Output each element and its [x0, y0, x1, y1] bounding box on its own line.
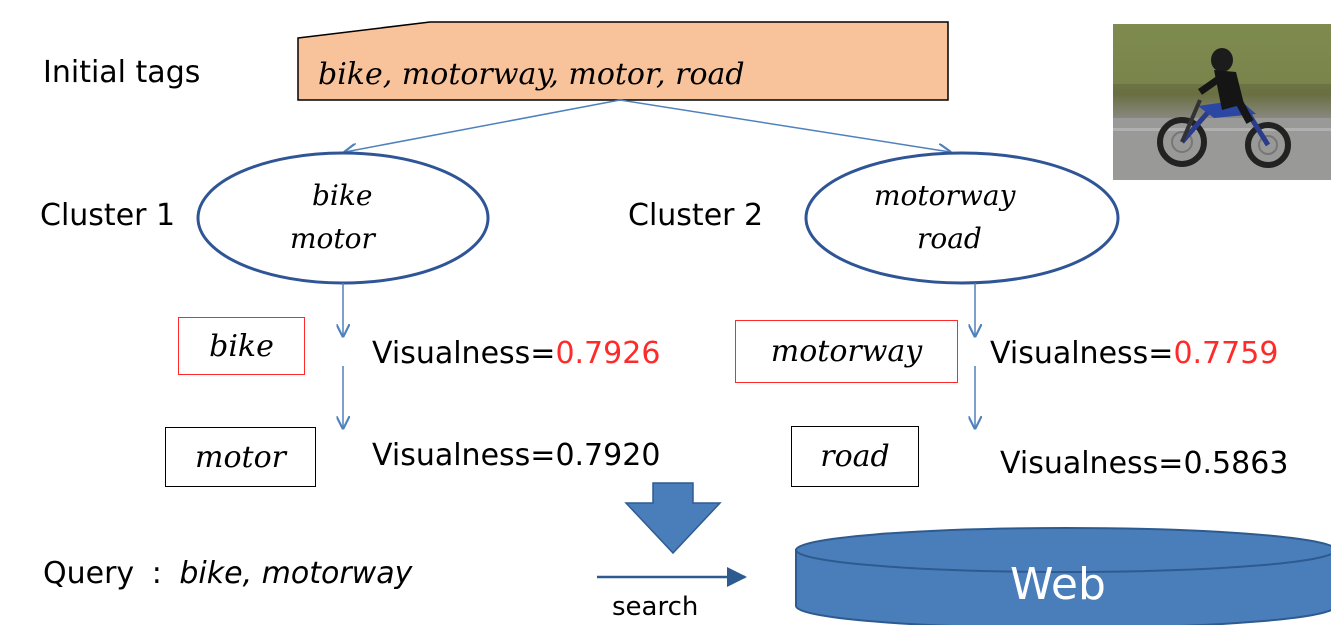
search-label: search: [612, 592, 699, 622]
web-database-cylinder: [795, 527, 1331, 625]
cluster2-term-1: motorway: [874, 179, 1016, 212]
visualness-bike-prefix: Visualness=: [372, 336, 556, 371]
tag-text-road: road: [820, 439, 890, 474]
cluster1-term-2: motor: [290, 222, 375, 255]
visualness-bike: Visualness=0.7926: [372, 336, 660, 372]
cluster2-term-2: road: [917, 222, 982, 255]
visualness-road-prefix: Visualness=: [1000, 446, 1184, 481]
tag-text-motorway: motorway: [770, 334, 923, 369]
tags-to-cluster1-arrow: [345, 99, 621, 152]
initial-tags-value: bike, motorway, motor, road: [318, 57, 745, 92]
visualness-bike-value: 0.7926: [555, 336, 661, 371]
tag-text-motor: motor: [195, 439, 286, 475]
query-label: Query: [43, 556, 135, 591]
visualness-motor: Visualness=0.7920: [372, 438, 660, 474]
query-separator: :: [151, 556, 162, 591]
visualness-motorway-value: 0.7759: [1173, 336, 1279, 371]
cluster1-label: Cluster 1: [40, 198, 176, 233]
cluster1-term-1: bike: [312, 179, 373, 212]
visualness-motorway: Visualness=0.7759: [990, 336, 1278, 372]
initial-tags-shape: [297, 21, 949, 101]
visualness-motorway-prefix: Visualness=: [990, 336, 1174, 371]
cluster1-ellipse: [196, 151, 490, 285]
tag-box-motorway: motorway: [735, 320, 958, 383]
cluster2-label: Cluster 2: [628, 198, 764, 233]
initial-tags-label: Initial tags: [43, 55, 201, 90]
tag-box-bike: bike: [178, 317, 305, 375]
tag-text-bike: bike: [209, 328, 274, 364]
tag-box-motor: motor: [165, 427, 316, 487]
query-value: bike, motorway: [179, 556, 413, 591]
tag-box-road: road: [791, 426, 919, 487]
web-label: Web: [1010, 559, 1106, 610]
visualness-motor-value: 0.7920: [555, 438, 661, 473]
merge-down-arrow: [624, 482, 722, 555]
cluster2-ellipse: [804, 151, 1120, 285]
visualness-motor-prefix: Visualness=: [372, 438, 556, 473]
visualness-road-value: 0.5863: [1183, 446, 1289, 481]
query-line: Query : bike, motorway: [43, 556, 412, 592]
motorcycle-rider-photo: [1113, 24, 1331, 180]
tags-to-cluster2-arrow: [619, 99, 950, 152]
visualness-road: Visualness=0.5863: [1000, 446, 1288, 482]
